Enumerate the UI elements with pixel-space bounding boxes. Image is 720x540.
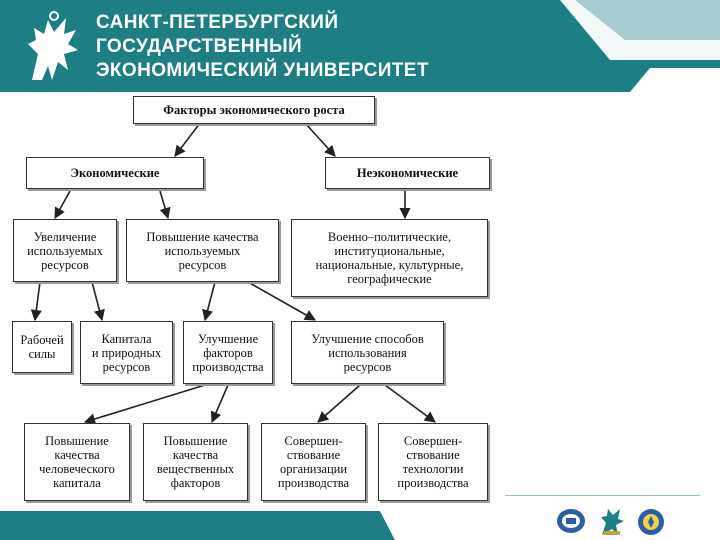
box-organization: Совершен- ствование организации производ… <box>261 423 366 501</box>
box-economic: Экономические <box>26 157 204 189</box>
griffin-emblem-icon <box>601 509 624 535</box>
box-production-factors: Улучшение факторов производства <box>183 321 273 384</box>
university-name-line-1: САНКТ-ПЕТЕРБУРГСКИЙ <box>96 12 339 33</box>
box-human-capital: Повышение качества человеческого капитал… <box>24 423 130 501</box>
box-capital-natural: Капитала и природных ресурсов <box>80 321 173 384</box>
box-labor: Рабочей силы <box>12 321 72 373</box>
box-usage-methods: Улучшение способов использования ресурсо… <box>291 321 444 384</box>
box-resource-increase: Увеличение используемых ресурсов <box>13 219 117 282</box>
growth-factors-diagram: Факторы экономического роста Экономическ… <box>0 92 720 512</box>
box-non-economic: Неэкономические <box>325 157 490 189</box>
university-emblem-icon <box>638 509 664 535</box>
footer-banner <box>0 495 720 540</box>
arrow-usage-to-organization <box>317 384 361 423</box>
arrow-production-to-human <box>83 384 206 425</box>
griffin-logo-icon <box>28 11 78 80</box>
box-non-economic-list: Военно–политические, институциональные, … <box>291 219 488 297</box>
diagram-connectors <box>30 122 436 425</box>
arrow-quality-to-production <box>202 281 216 322</box>
arrow-production-to-material <box>210 384 229 424</box>
university-name-line-3: ЭКОНОМИЧЕСКИЙ УНИВЕРСИТЕТ <box>96 60 429 81</box>
arrow-increase-to-capital <box>91 281 105 322</box>
box-growth-factors: Факторы экономического роста <box>133 96 375 124</box>
box-quality-increase: Повышение качества используемых ресурсов <box>126 219 279 282</box>
arrow-root-to-noneconomic <box>304 122 336 157</box>
arrow-increase-to-labor <box>30 281 42 322</box>
header-background <box>0 0 720 92</box>
arrow-quality-to-usage <box>247 281 316 321</box>
box-material-factors: Повышение качества вещественных факторов <box>143 423 248 501</box>
arrow-economic-to-increase <box>54 190 71 219</box>
arrow-root-to-economic <box>174 122 201 157</box>
arrow-economic-to-quality <box>159 190 171 220</box>
header-banner: САНКТ-ПЕТЕРБУРГСКИЙ ГОСУДАРСТВЕННЫЙ ЭКОН… <box>0 0 720 92</box>
seal-emblem-icon <box>557 509 585 533</box>
university-name-line-2: ГОСУДАРСТВЕННЫЙ <box>96 36 303 57</box>
footer-background <box>0 495 700 540</box>
box-technology: Совершен- ствование технологии производс… <box>378 423 488 501</box>
arrow-usage-to-technology <box>384 384 436 423</box>
